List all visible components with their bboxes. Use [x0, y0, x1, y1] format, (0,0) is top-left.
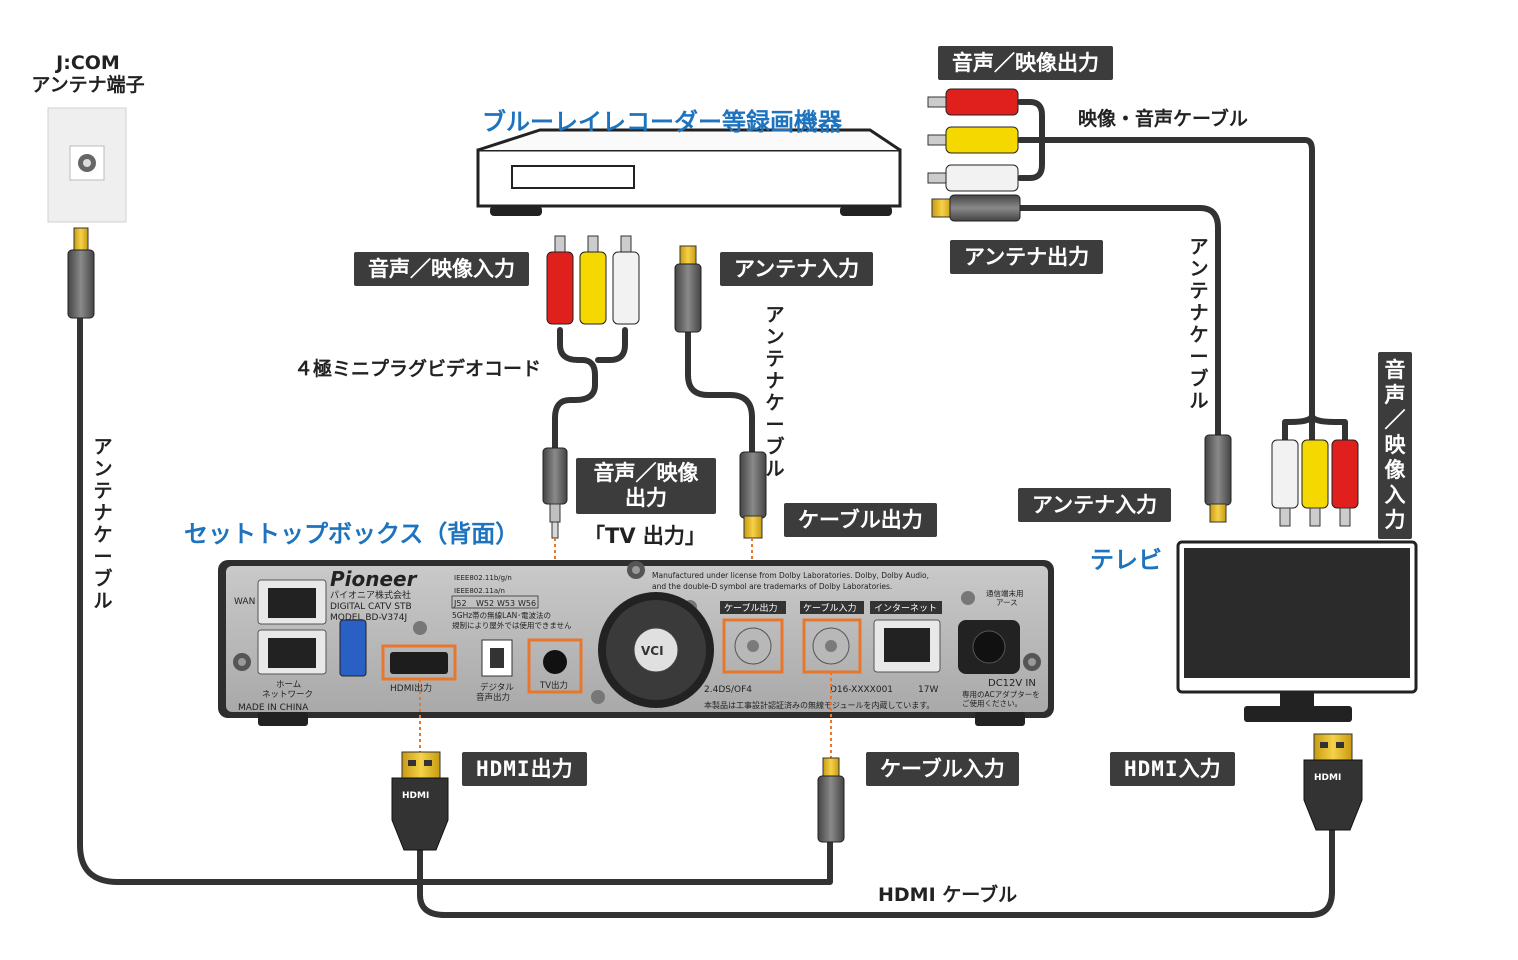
- ds-label: 2.4DS/OF4: [704, 685, 752, 695]
- recorder-title: ブルーレイレコーダー等録画機器: [482, 108, 842, 136]
- tv-out-panel-label: TV出力: [539, 680, 568, 691]
- left-antenna-plug: [67, 227, 95, 319]
- stb-product: DIGITAL CATV STB: [330, 602, 412, 612]
- vci-label: VCI: [641, 644, 664, 658]
- four-pole-label: ４極ミニプラグビデオコード: [294, 358, 542, 380]
- stb-brand: Pioneer: [330, 567, 418, 591]
- jcom-label: J:COM アンテナ端子: [31, 52, 144, 96]
- wan-label: WAN: [234, 597, 255, 607]
- stb-hdmi-plug: HDMI: [391, 751, 449, 851]
- antenna-cable-middle: [685, 327, 755, 458]
- antenna-cable-left: [77, 307, 833, 885]
- tv-hdmi-input-tag: HDMI入力: [1110, 752, 1235, 786]
- internet-panel-label: インターネット: [874, 603, 937, 614]
- tv-hdmi-input-suffix: 入力: [1178, 757, 1221, 781]
- antenna-cable-middle-label: アンテナケーブル: [765, 304, 785, 480]
- tv-hdmi-logo-text: HDMI: [1124, 757, 1179, 781]
- stb-hdmi-logo-text: HDMI: [476, 757, 531, 781]
- antenna-cable-right: [1017, 205, 1221, 438]
- hdmi-cable: [417, 827, 1335, 918]
- stb-av-output-tag-line1: 音声／映像: [593, 461, 699, 485]
- watt-label: 17W: [918, 685, 938, 695]
- bluray-recorder: [476, 128, 902, 216]
- stb-cable-input-tag: ケーブル入力: [866, 752, 1019, 786]
- tv-output-label: 「TV 出力」: [584, 524, 706, 548]
- cables: [77, 99, 1348, 918]
- television: [1176, 540, 1418, 722]
- hdmi-out-panel-label: HDMI出力: [390, 682, 432, 694]
- tv-antenna-plug: [1204, 434, 1232, 523]
- cable-in-panel-label: ケーブル入力: [803, 602, 856, 614]
- stb-hdmi-output-suffix: 出力: [530, 757, 573, 781]
- stb-back-panel: Pioneer パイオニア株式会社 DIGITAL CATV STB MODEL…: [218, 560, 1054, 726]
- ground-label2: アース: [996, 598, 1018, 607]
- stb-av-output-tag-line2: 出力: [625, 486, 667, 510]
- dolby-line2: and the double-D symbol are trademarks o…: [652, 582, 892, 591]
- jcom-label-line1: J:COM: [56, 52, 120, 74]
- antenna-cable-right-label: アンテナケーブル: [1189, 236, 1209, 412]
- dc-label: DC12V IN: [988, 678, 1036, 689]
- ground-label1: 通信端末用: [986, 588, 1024, 598]
- home-net-label2: ネットワーク: [262, 690, 313, 700]
- tv-av-input-plugs: [1271, 439, 1359, 527]
- recorder-antenna-input-plug: [674, 245, 702, 333]
- stb-maker: パイオニア株式会社: [330, 589, 411, 601]
- tv-av-input-tag: 音声／映像入力: [1378, 352, 1412, 539]
- stb-hdmi-plug-logo: HDMI: [402, 791, 429, 801]
- recorder-av-input-plugs: [546, 235, 640, 325]
- dolby-line1: Manufactured under license from Dolby La…: [652, 571, 929, 580]
- stb-ieee2: IEEE802.11a/n: [454, 587, 505, 595]
- stb-cable-output-tag: ケーブル出力: [784, 503, 937, 537]
- tv-title: テレビ: [1090, 546, 1162, 574]
- hdmi-cable-label: HDMI ケーブル: [878, 884, 1018, 906]
- module-note: 本製品は工事設計認証済みの無線モジュールを内蔵しています。: [704, 700, 934, 710]
- tv-hdmi-plug: HDMI: [1303, 733, 1363, 831]
- wlan-w52: W52: [476, 599, 494, 608]
- wlan-w53: W53: [497, 599, 515, 608]
- digital-audio-label2: 音声出力: [476, 692, 510, 703]
- recorder-av-input-tag: 音声／映像入力: [354, 252, 529, 286]
- four-pole-cable: [552, 327, 598, 451]
- recorder-antenna-output-tag: アンテナ出力: [950, 240, 1104, 274]
- av-cable-label: 映像・音声ケーブル: [1078, 108, 1248, 130]
- digital-audio-label1: デジタル: [480, 682, 514, 693]
- stb-title: セットトップボックス（背面）: [184, 520, 520, 548]
- cable-input-plug: [817, 757, 845, 843]
- jcom-label-line2: アンテナ端子: [31, 74, 145, 96]
- antenna-cable-left-label: アンテナケーブル: [93, 436, 113, 612]
- home-net-label1: ホーム: [276, 680, 301, 690]
- tv-hdmi-plug-logo: HDMI: [1314, 773, 1341, 783]
- wlan-j52: J52: [453, 599, 467, 608]
- recorder-av-output-plugs: [927, 88, 1019, 192]
- wlan-note2: 規制により屋外では使用できません: [452, 620, 572, 630]
- tv-antenna-input-tag: アンテナ入力: [1018, 488, 1172, 522]
- made-in-label: MADE IN CHINA: [238, 703, 309, 713]
- adapter-label1: 専用のACアダプターを: [962, 689, 1040, 699]
- stb-model: MODEL BD-V374J: [330, 613, 407, 623]
- cable-out-panel-label: ケーブル出力: [724, 602, 777, 614]
- adapter-label2: ご使用ください。: [962, 698, 1022, 708]
- jcom-wall-plate: [47, 107, 127, 223]
- recorder-antenna-output-plug: [931, 194, 1021, 222]
- recorder-antenna-input-tag: アンテナ入力: [720, 252, 874, 286]
- wlan-w56: W56: [518, 599, 536, 608]
- recorder-av-output-tag: 音声／映像出力: [938, 46, 1113, 80]
- stb-ieee1: IEEE802.11b/g/n: [454, 574, 512, 582]
- stb-hdmi-output-tag: HDMI出力: [462, 752, 587, 786]
- wlan-note1: 5GHz帯の無線LAN･電波法の: [452, 610, 551, 620]
- cert-id: D16-XXXX001: [830, 685, 893, 695]
- stb-av-output-tag: 音声／映像 出力: [576, 458, 716, 514]
